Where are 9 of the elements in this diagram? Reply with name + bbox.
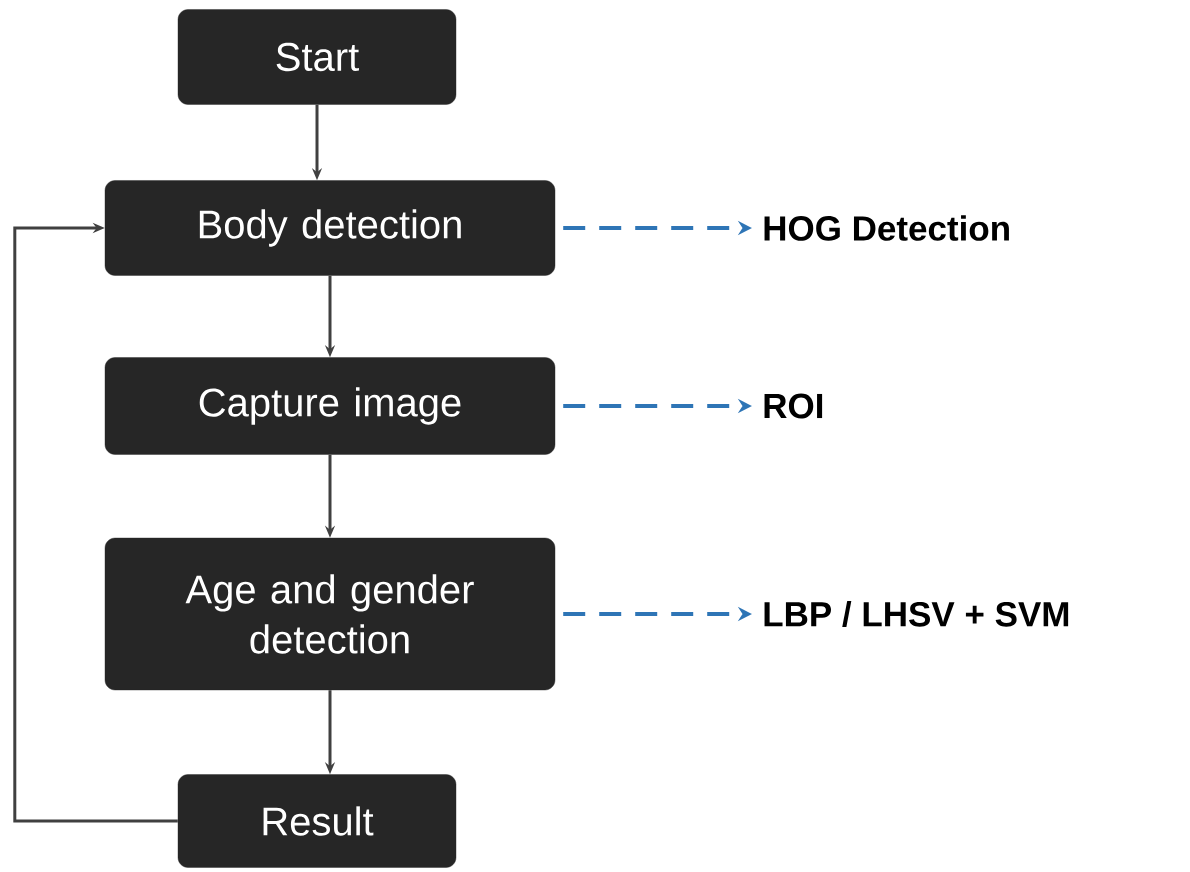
arrow	[13, 222, 178, 823]
process-box: Result	[177, 774, 457, 868]
method-label: LBP / LHSV + SVM	[764, 601, 1069, 628]
method-label: HOG Detection	[764, 215, 1009, 241]
process-box: Body detection	[104, 180, 556, 276]
process-box: Capture image	[104, 357, 556, 455]
process-box: Start	[177, 9, 457, 105]
process-box: Age and gender detection	[104, 537, 556, 691]
method-label: ROI	[764, 393, 823, 419]
